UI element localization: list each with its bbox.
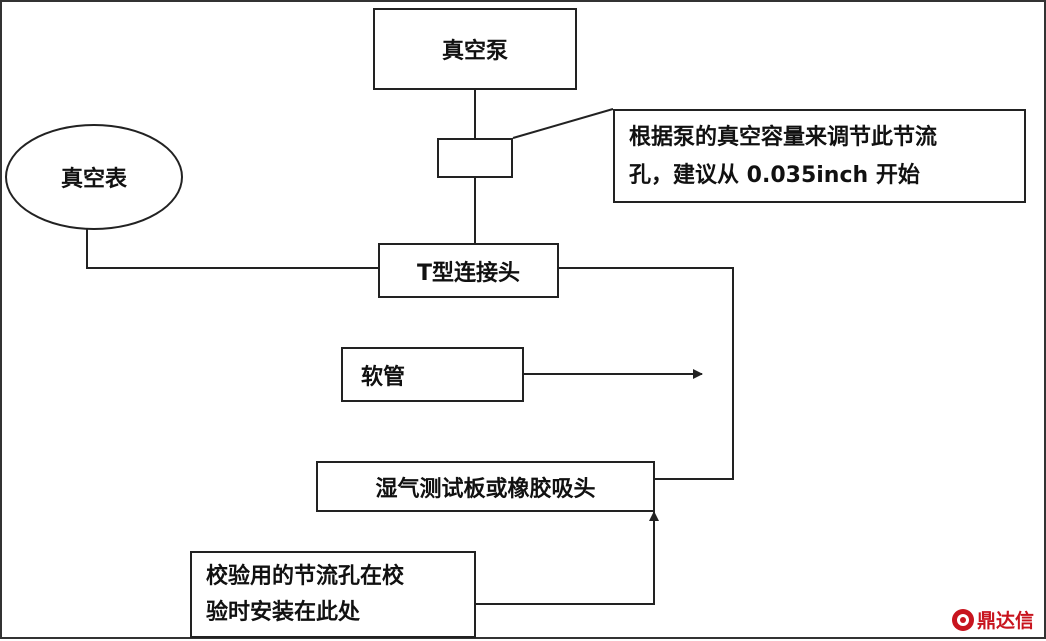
test-plate-box: 湿气测试板或橡胶吸头 [316,461,655,512]
hose-label: 软管 [361,364,406,390]
vacuum-pump-label: 真空泵 [441,39,508,64]
brand-icon [951,608,974,631]
line-gauge-to-t [86,229,378,269]
vacuum-gauge-ellipse: 真空表 [5,124,183,230]
hose-box: 软管 [341,347,524,402]
test-plate-label: 湿气测试板或橡胶吸头 [375,476,596,502]
t-connector-box: T型连接头 [378,243,559,298]
vacuum-pump-box: 真空泵 [373,8,577,90]
calibration-note-line2: 验时安装在此处 [206,600,361,625]
orifice-note-line2: 孔，建议从 0.035inch 开始 [629,163,920,188]
watermark-text: 鼎达信 [976,610,1034,632]
orifice-note-box: 根据泵的真空容量来调节此节流 孔，建议从 0.035inch 开始 [613,109,1026,203]
calibration-note-line1: 校验用的节流孔在校 [206,564,405,589]
calibration-note-box: 校验用的节流孔在校 验时安装在此处 [190,551,476,638]
watermark-logo: 鼎达信 [951,606,1034,633]
t-connector-label: T型连接头 [416,260,520,286]
line-orifice-callout [512,108,614,139]
orifice-note-line1: 根据泵的真空容量来调节此节流 [629,125,938,150]
line-t-to-test-plate [559,267,734,480]
vacuum-gauge-label: 真空表 [60,167,127,192]
calibration-arrow [476,511,659,605]
orifice-box [437,138,513,178]
